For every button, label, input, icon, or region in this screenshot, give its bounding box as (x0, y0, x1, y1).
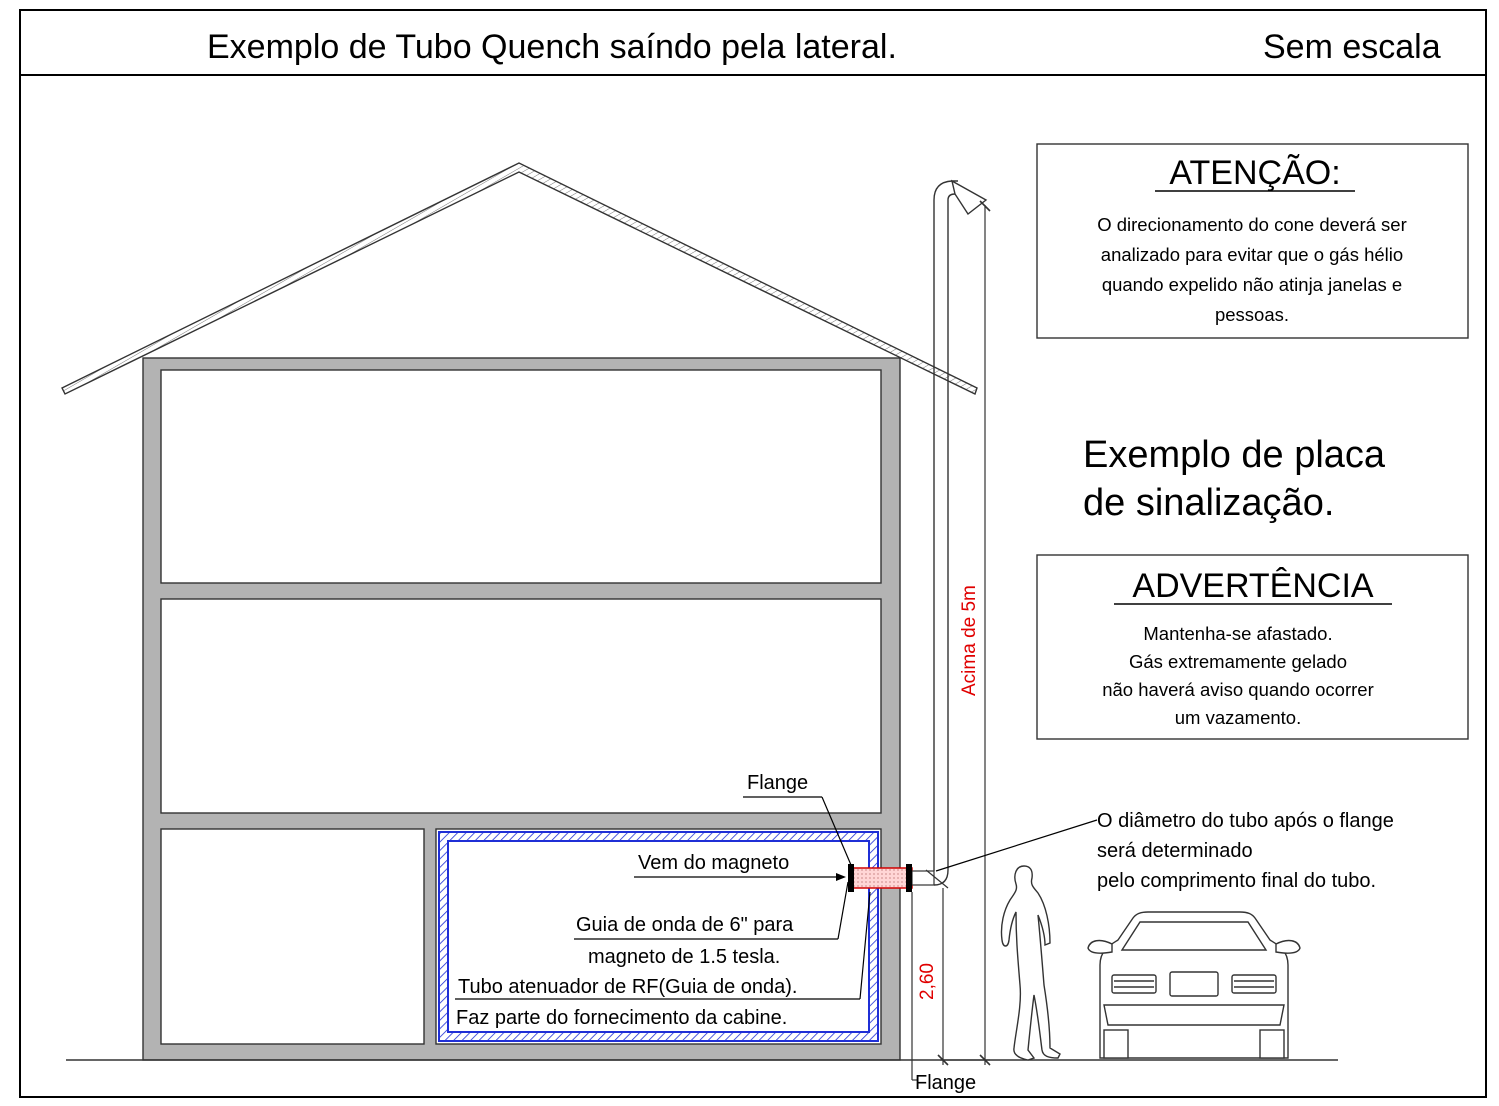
room-lower-left (160, 828, 425, 1045)
page-title: Exemplo de Tubo Quench saíndo pela later… (207, 28, 897, 66)
room-middle (160, 598, 882, 814)
dimension-2-60: 2,60 (911, 892, 938, 1081)
warning-line-3: não haverá aviso quando ocorrer (1102, 679, 1374, 700)
person-figure (1000, 865, 1061, 1061)
attenuator-line1: Tubo atenuador de RF(Guia de onda). (458, 976, 797, 998)
warning-line-2: Gás extremamente gelado (1129, 651, 1347, 672)
label-waveguide: Guia de onda de 6" para magneto de 1.5 t… (574, 881, 849, 968)
warning-line-4: um vazamento. (1175, 707, 1301, 728)
drawing-frame (19, 9, 1487, 1098)
flange-bottom-label: Flange (915, 1072, 976, 1094)
diameter-line2: será determinado (1097, 840, 1253, 862)
label-diameter-note: O diâmetro do tubo após o flange será de… (935, 810, 1394, 892)
dimension-above-5m-label: Acima de 5m (959, 585, 980, 696)
rf-cabin (438, 831, 879, 1042)
label-attenuator: Tubo atenuador de RF(Guia de onda). Faz … (455, 891, 871, 1029)
exhaust-cone (950, 179, 988, 216)
label-flange-top: Flange (743, 772, 852, 866)
from-magnet-label: Vem do magneto (638, 852, 789, 874)
waveguide-line2: magneto de 1.5 tesla. (588, 946, 780, 968)
sign-example-line1: Exemplo de placa (1083, 434, 1386, 476)
flange-inner (848, 864, 854, 892)
warning-box: ADVERTÊNCIA Mantenha-se afastado. Gás ex… (1036, 554, 1469, 740)
quench-pipe-vertical (925, 179, 988, 889)
diameter-line3: pelo comprimento final do tubo. (1097, 870, 1376, 892)
sign-example-line2: de sinalização. (1083, 482, 1334, 524)
attention-line-1: O direcionamento do cone deverá ser (1097, 214, 1407, 235)
quench-pipe-horizontal (848, 864, 935, 892)
diameter-line1: O diâmetro do tubo após o flange (1097, 810, 1394, 832)
attention-heading: ATENÇÃO: (1169, 154, 1340, 192)
attention-line-4: pessoas. (1215, 304, 1289, 325)
warning-line-1: Mantenha-se afastado. (1143, 623, 1332, 644)
flange-top-label: Flange (747, 772, 808, 794)
attention-line-2: analizado para evitar que o gás hélio (1101, 244, 1403, 265)
attention-box: ATENÇÃO: O direcionamento do cone deverá… (1036, 143, 1469, 339)
roof (61, 162, 978, 395)
flange-outer (906, 864, 912, 892)
scale-note: Sem escala (1263, 28, 1441, 66)
dimension-above-5m: Acima de 5m (937, 200, 991, 1066)
car-figure (1087, 911, 1301, 1059)
label-from-magnet: Vem do magneto (634, 852, 846, 881)
waveguide-line1: Guia de onda de 6" para (576, 914, 794, 936)
warning-heading: ADVERTÊNCIA (1132, 567, 1374, 605)
room-upper (160, 369, 882, 584)
dimension-2-60-label: 2,60 (917, 963, 938, 1000)
attention-line-3: quando expelido não atinja janelas e (1102, 274, 1402, 295)
attenuator-line2: Faz parte do fornecimento da cabine. (456, 1007, 787, 1029)
